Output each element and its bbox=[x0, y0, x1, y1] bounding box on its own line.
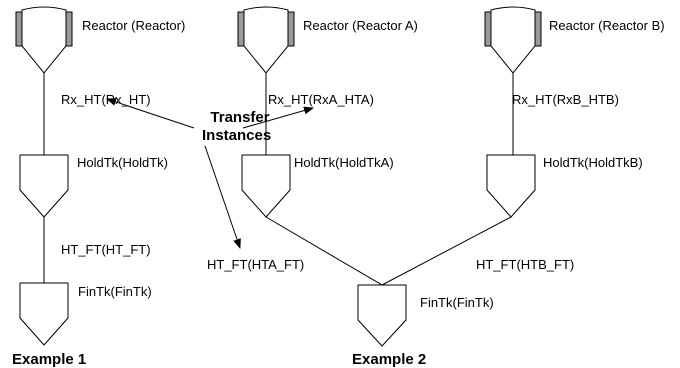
reactor-vessel bbox=[15, 6, 73, 74]
ht-transfer-a-label: HT_FT(HTA_FT) bbox=[207, 257, 304, 272]
transfer-instances-callout: Transfer Instances bbox=[106, 98, 314, 249]
hold-tank-b bbox=[486, 154, 536, 218]
final-tank-label: FinTk(FinTk) bbox=[78, 284, 152, 299]
pipe-hold-a-to-fin bbox=[265, 216, 383, 286]
hold-tank-b-label: HoldTk(HoldTkB) bbox=[543, 155, 643, 170]
ht-transfer-b-label: HT_FT(HTB_FT) bbox=[476, 257, 574, 272]
rx-transfer-b-label: Rx_HT(RxB_HTB) bbox=[512, 92, 619, 107]
pipe-hold-b-to-fin bbox=[381, 216, 512, 286]
callout-arrow-to-rxa-hta bbox=[242, 106, 314, 129]
example-1-caption: Example 1 bbox=[12, 351, 86, 368]
hold-tank bbox=[19, 154, 69, 218]
callout-arrow-to-rx-ht bbox=[106, 98, 195, 129]
final-tank-label: FinTk(FinTk) bbox=[420, 295, 494, 310]
callout-line-2: Instances bbox=[202, 127, 271, 144]
final-tank bbox=[19, 282, 69, 346]
callout-arrow-to-hta-ft bbox=[204, 145, 241, 249]
hold-tank-a bbox=[241, 154, 291, 218]
rx-transfer-a-label: Rx_HT(RxA_HTA) bbox=[268, 92, 374, 107]
rx-transfer-label: Rx_HT(Rx_HT) bbox=[61, 92, 151, 107]
reactor-a-label: Reactor (Reactor A) bbox=[303, 18, 418, 33]
reactor-b-vessel bbox=[484, 6, 542, 74]
reactor-a-vessel bbox=[237, 6, 295, 74]
example-1: Reactor (Reactor) Rx_HT(Rx_HT) HoldTk(Ho… bbox=[12, 6, 185, 368]
reactor-label: Reactor (Reactor) bbox=[82, 18, 185, 33]
callout-line-1: Transfer bbox=[210, 109, 269, 126]
reactor-b-label: Reactor (Reactor B) bbox=[549, 18, 665, 33]
final-tank bbox=[357, 284, 407, 347]
example-2-caption: Example 2 bbox=[352, 351, 426, 368]
hold-tank-label: HoldTk(HoldTk) bbox=[77, 155, 168, 170]
hold-tank-a-label: HoldTk(HoldTkA) bbox=[294, 155, 394, 170]
example-2: Reactor (Reactor A) Reactor (Reactor B) … bbox=[207, 6, 665, 368]
ht-transfer-label: HT_FT(HT_FT) bbox=[61, 242, 151, 257]
